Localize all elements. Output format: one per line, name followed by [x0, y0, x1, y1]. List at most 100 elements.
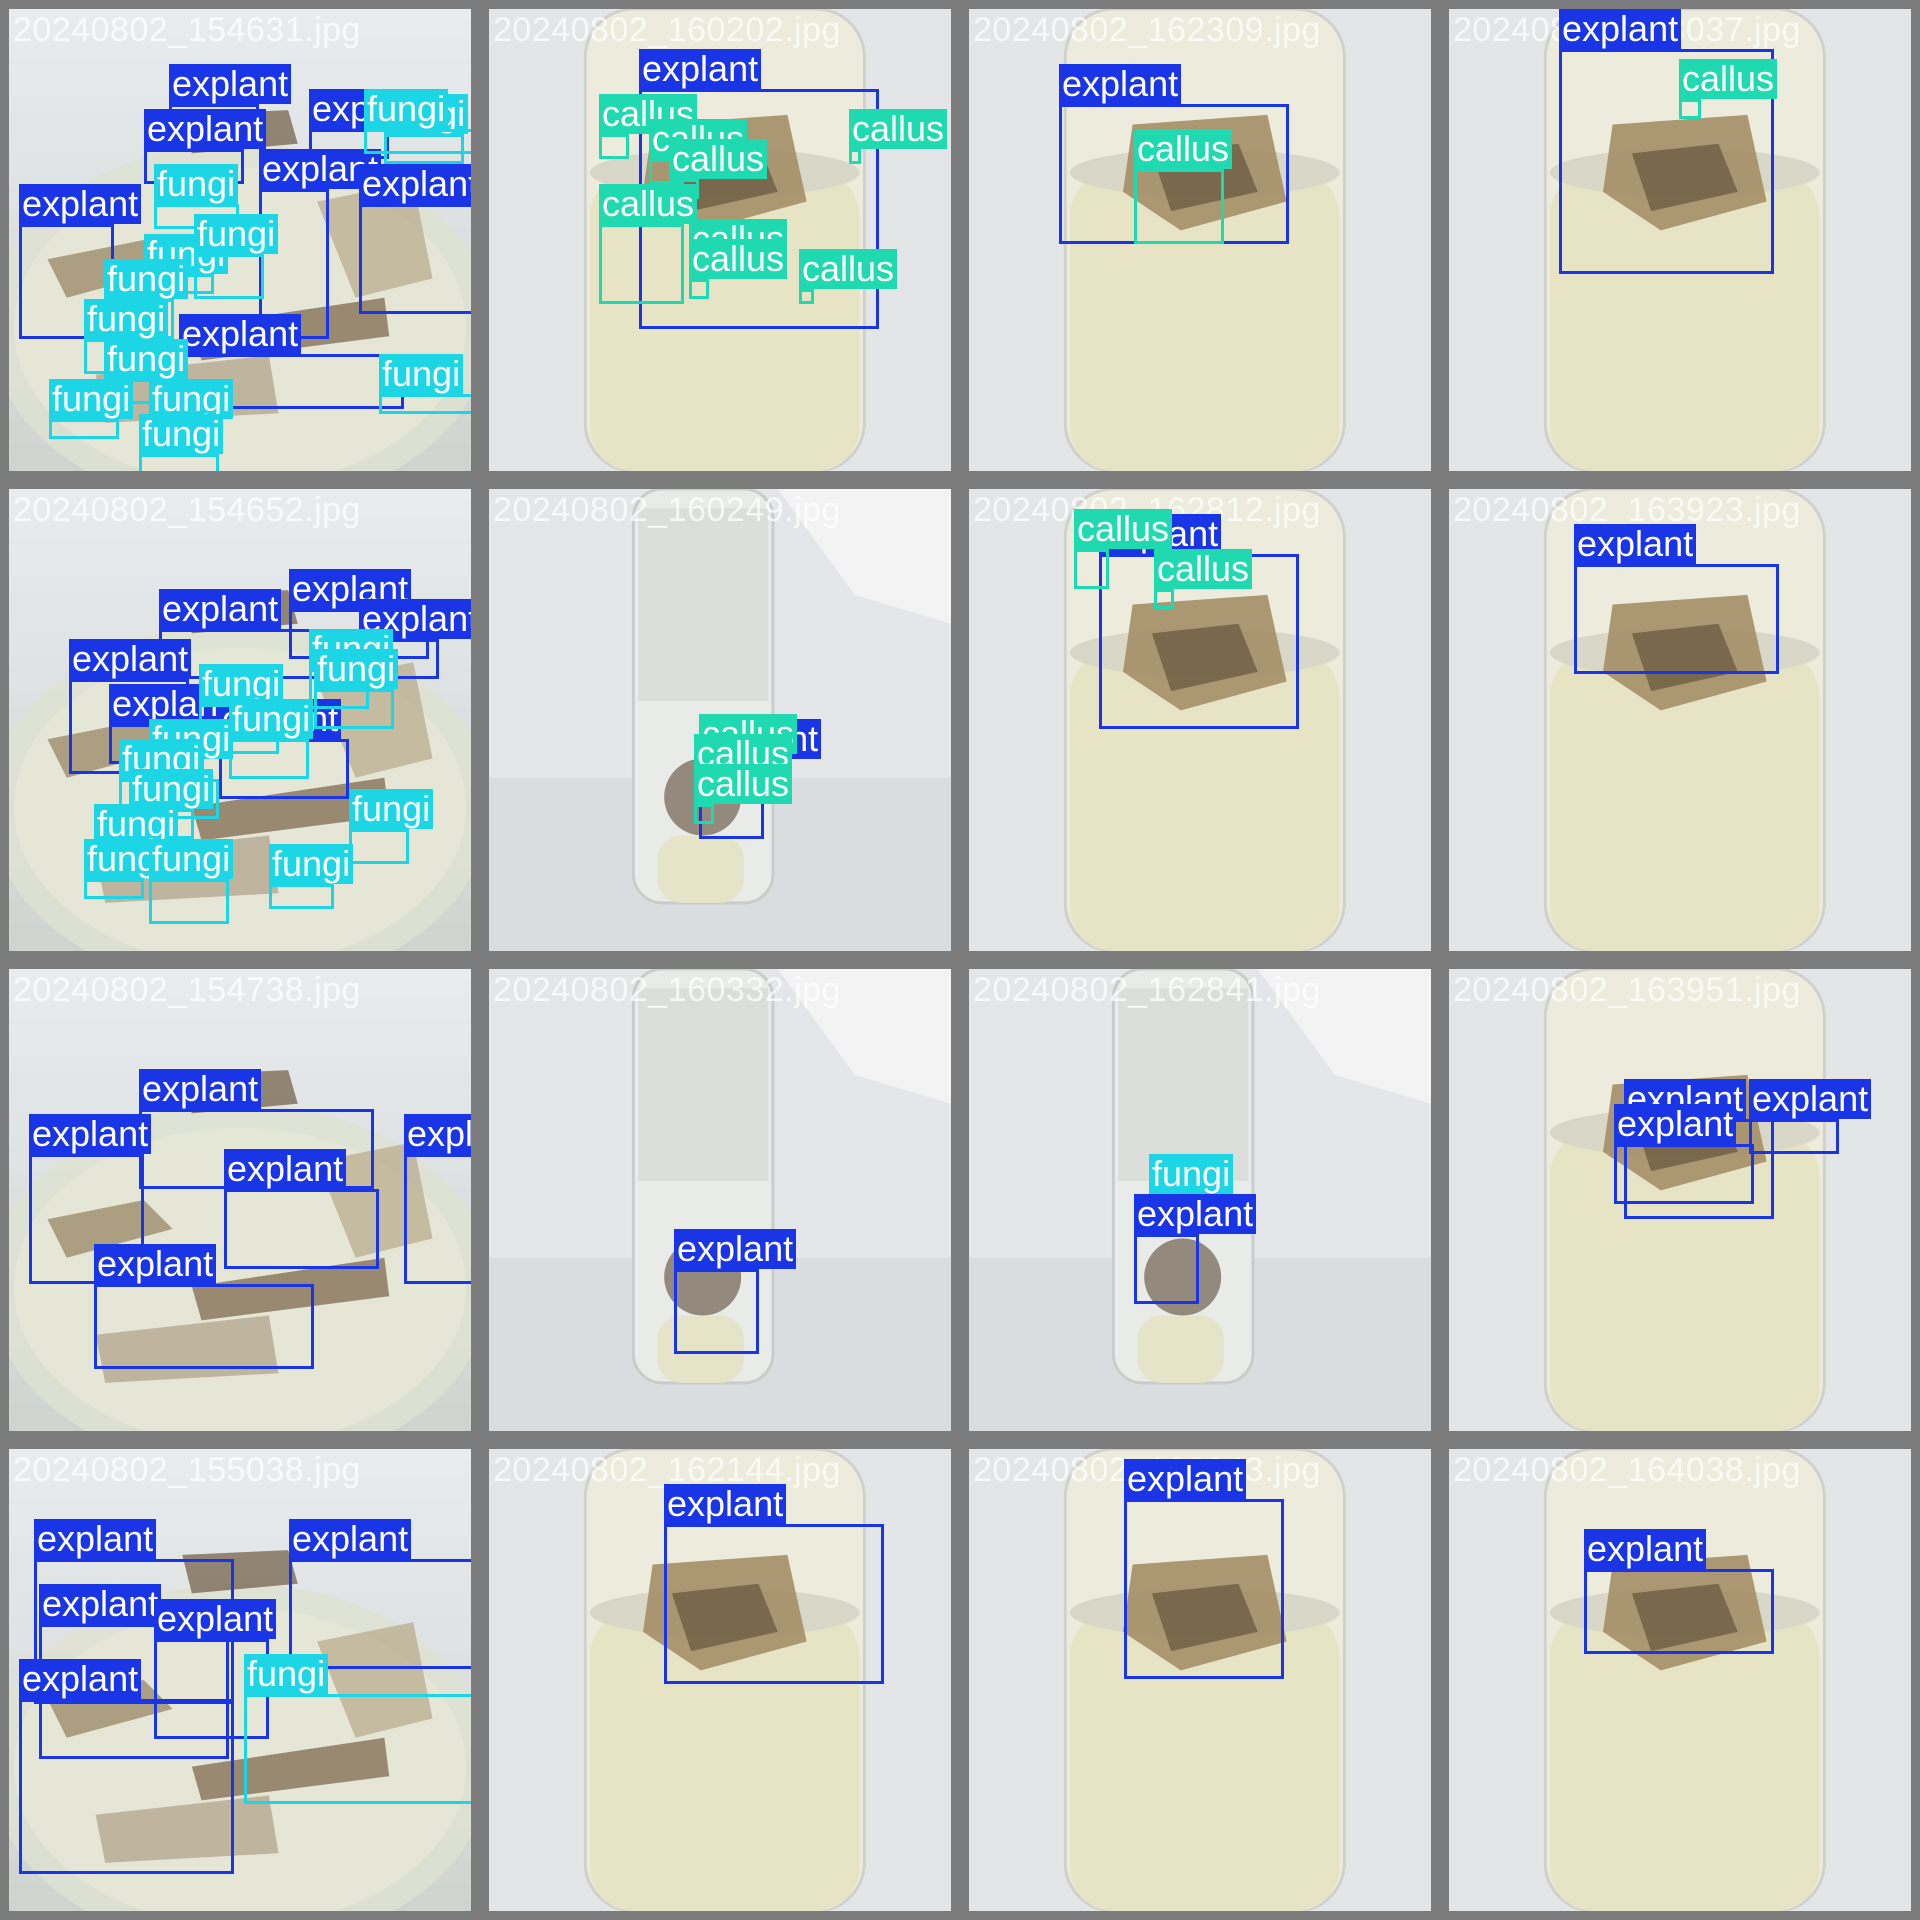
detection-label: callus [799, 249, 898, 289]
bounding-box-explant [404, 1154, 471, 1284]
detection-label: fungi [149, 839, 234, 879]
detection-label: fungi [379, 354, 464, 394]
detection-label: fungi [104, 339, 189, 379]
detection-label: fungi [149, 379, 234, 419]
detection-label: callus [694, 764, 793, 804]
bounding-box-fungi [269, 884, 334, 909]
bounding-box-explant [19, 1699, 234, 1874]
bounding-box-callus [849, 149, 861, 164]
bounding-box-explant [29, 1154, 144, 1284]
detection-label: explant [34, 1519, 157, 1559]
bounding-box-fungi [149, 879, 229, 924]
bounding-box-callus [599, 224, 684, 304]
detection-label: callus [1074, 509, 1173, 549]
bounding-box-callus [799, 289, 814, 304]
detection-label: fungi [129, 769, 214, 809]
detection-label: explant [1124, 1459, 1247, 1499]
detection-label: explant [664, 1484, 787, 1524]
bounding-box-fungi [379, 394, 471, 414]
bounding-box-explant [289, 1559, 471, 1669]
detection-label: fungi [199, 664, 284, 704]
bounding-box-fungi [349, 829, 409, 864]
detection-label: explant [139, 1069, 262, 1109]
bounding-box-fungi [84, 879, 144, 899]
bounding-box-explant [94, 1284, 314, 1369]
bounding-box-explant [1584, 1569, 1774, 1654]
bounding-box-fungi [314, 689, 394, 729]
detection-label: fungi [194, 214, 279, 254]
detection-label: fungi [139, 414, 224, 454]
detection-label: explant [1584, 1529, 1707, 1569]
detection-label: explant [1614, 1104, 1737, 1144]
detection-label: callus [849, 109, 948, 149]
detection-label: callus [1679, 59, 1778, 99]
detection-label: explant [404, 1114, 471, 1154]
detection-label: fungi [314, 649, 399, 689]
detection-label: explant [159, 589, 282, 629]
detection-label: fungi [94, 804, 179, 844]
detection-label: explant [144, 109, 267, 149]
detection-label: callus [669, 139, 768, 179]
image-tile: 20240802_160249.jpgexplantcalluscallusca… [480, 480, 960, 960]
detection-label: explant [1134, 1194, 1257, 1234]
detection-label: explant [179, 314, 302, 354]
detection-label: fungi [84, 299, 169, 339]
bounding-box-callus [599, 134, 629, 159]
detection-label: explant [674, 1229, 797, 1269]
detection-label: explant [39, 1584, 162, 1624]
culture-tube-photo [489, 969, 951, 1431]
bounding-box-explant [1134, 1234, 1199, 1304]
detection-label: fungi [269, 844, 354, 884]
detection-label: fungi [104, 259, 189, 299]
bounding-box-callus [1074, 549, 1109, 589]
detection-label: explant [1749, 1079, 1872, 1119]
detection-label: explant [359, 164, 471, 204]
detection-label: explant [224, 1149, 347, 1189]
detection-label: explant [94, 1244, 217, 1284]
bounding-box-fungi [229, 739, 309, 779]
bounding-box-explant [1124, 1499, 1284, 1679]
detection-label: fungi [49, 379, 134, 419]
detection-label: explant [639, 49, 762, 89]
detection-label: explant [289, 1519, 412, 1559]
detection-label: fungi [349, 789, 434, 829]
detection-label: callus [599, 184, 698, 224]
detection-label: fungi [154, 164, 239, 204]
bounding-box-fungi [384, 134, 464, 164]
bounding-box-explant [1559, 49, 1774, 274]
detection-label: explant [29, 1114, 152, 1154]
bounding-box-callus [1154, 589, 1174, 609]
detection-label: fungi [1149, 1154, 1234, 1194]
bounding-box-callus [1679, 99, 1701, 119]
detection-label: explant [69, 639, 192, 679]
detection-label: fungi [364, 89, 449, 129]
bounding-box-explant [359, 204, 471, 314]
bounding-box-explant [224, 1189, 379, 1269]
culture-beaker-photo [1449, 969, 1911, 1431]
detection-label: explant [19, 1659, 142, 1699]
detection-label: explant [169, 64, 292, 104]
bounding-box-fungi [364, 129, 471, 154]
detection-label: explant [1574, 524, 1697, 564]
bounding-box-callus [689, 279, 709, 299]
bounding-box-explant [674, 1269, 759, 1354]
detection-label: explant [154, 1599, 277, 1639]
detection-label: fungi [244, 1654, 329, 1694]
detection-label: explant [19, 184, 142, 224]
culture-beaker-photo [1449, 1449, 1911, 1911]
bounding-box-fungi [139, 454, 219, 471]
bounding-box-fungi [244, 1694, 471, 1804]
